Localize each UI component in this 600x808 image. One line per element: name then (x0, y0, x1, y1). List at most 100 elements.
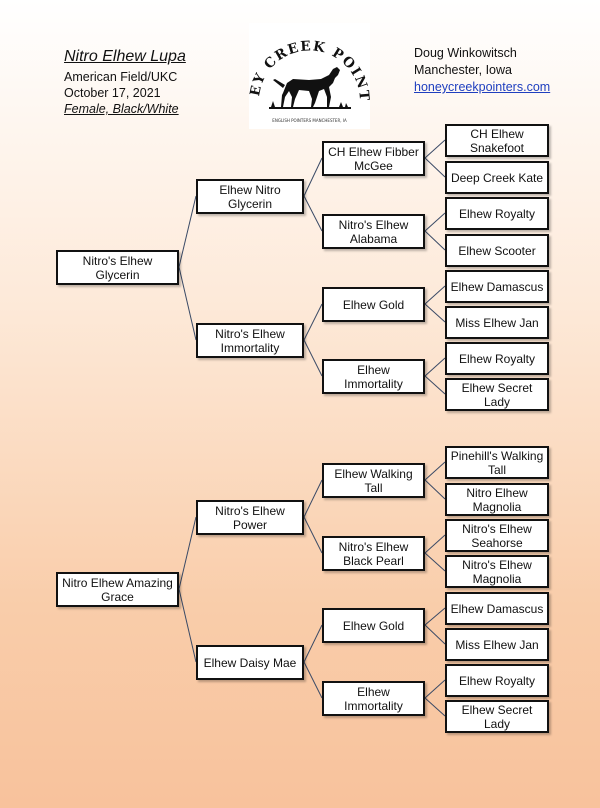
connector-line (424, 357, 446, 377)
box-label: Elhew Walking Tall (334, 466, 413, 495)
pedigree-box-g4: Elhew Royalty (445, 197, 549, 230)
box-label: Miss Elhew Jan (455, 637, 539, 652)
connector-line (303, 624, 323, 663)
honey-creek-logo: HONEY CREEK POINTERS ENGLISH POINTERS MA… (242, 11, 371, 129)
connector-line (303, 339, 323, 377)
connector-line (424, 552, 446, 572)
registry: American Field/UKC (64, 70, 178, 84)
connector-line (303, 157, 323, 197)
connector-line (178, 516, 197, 590)
owner-location: Manchester, Iowa (414, 63, 512, 77)
box-label: Elhew Royalty (458, 673, 536, 688)
pedigree-box-g4: Nitro Elhew Magnolia (445, 483, 549, 516)
connector-line (424, 212, 446, 232)
box-label: Elhew Scooter (458, 243, 536, 258)
pedigree-box-g4: Miss Elhew Jan (445, 628, 549, 661)
pedigree-box-g4: Elhew Damascus (445, 270, 549, 303)
box-label: Elhew Daisy Mae (203, 655, 297, 670)
pedigree-box-sire: Nitro's Elhew Glycerin (56, 250, 179, 285)
pedigree-box-g3: Elhew Gold (322, 287, 425, 322)
pedigree-box-g4: Elhew Secret Lady (445, 378, 549, 411)
box-label: Nitro Elhew Amazing Grace (62, 575, 173, 604)
pedigree-box-g3: Elhew Walking Tall (322, 463, 425, 498)
connector-line (178, 588, 197, 663)
connector-line (424, 479, 446, 500)
connector-line (303, 195, 323, 232)
box-label: Elhew Secret Lady (461, 702, 533, 731)
connector-line (303, 516, 323, 554)
box-label: Nitro's Elhew Black Pearl (338, 539, 409, 568)
connector-line (424, 607, 446, 626)
pedigree-box-g4: Deep Creek Kate (445, 161, 549, 194)
pedigree-box-dam-sire: Nitro's Elhew Power (196, 500, 304, 535)
logo-subtext: ENGLISH POINTERS MANCHESTER, IA (272, 118, 347, 123)
connector-line (424, 697, 446, 717)
pedigree-box-g4: Elhew Royalty (445, 342, 549, 375)
owner-name: Doug Winkowitsch (414, 46, 517, 60)
pedigree-box-g4: Elhew Damascus (445, 592, 549, 625)
logo-graphic: HONEY CREEK POINTERS ENGLISH POINTERS MA… (242, 11, 371, 123)
box-label: Nitro's Elhew Immortality (215, 326, 285, 355)
connector-line (424, 303, 446, 323)
box-label: Nitro Elhew Magnolia (466, 485, 528, 514)
connector-line (303, 303, 323, 341)
connector-line (424, 230, 446, 251)
box-label: Miss Elhew Jan (455, 315, 539, 330)
box-label: Elhew Damascus (450, 601, 544, 616)
box-label: Elhew Gold (342, 297, 405, 312)
pedigree-box-g3: CH Elhew Fibber McGee (322, 141, 425, 176)
dog-name: Nitro Elhew Lupa (64, 48, 186, 65)
pointer-dog-icon (269, 67, 351, 109)
connector-line (303, 479, 323, 518)
box-label: Pinehill's Walking Tall (450, 448, 544, 477)
pedigree-box-g3: Nitro's Elhew Alabama (322, 214, 425, 249)
box-label: Elhew Immortality (344, 684, 403, 713)
pedigree-box-g4: Miss Elhew Jan (445, 306, 549, 339)
pedigree-box-g4: Nitro's Elhew Magnolia (445, 555, 549, 588)
pedigree-box-g4: CH Elhew Snakefoot (445, 124, 549, 157)
pedigree-box-sire-sire: Elhew Nitro Glycerin (196, 179, 304, 214)
box-label: CH Elhew Fibber McGee (328, 144, 419, 173)
connector-line (424, 157, 446, 178)
connector-line (424, 534, 446, 554)
owner-info: Doug Winkowitsch Manchester, Iowa honeyc… (414, 45, 550, 96)
connector-line (424, 624, 446, 645)
box-label: Deep Creek Kate (450, 170, 544, 185)
connector-line (424, 679, 446, 699)
connector-line (424, 139, 446, 159)
connector-line (424, 461, 446, 481)
pedigree-box-dam: Nitro Elhew Amazing Grace (56, 572, 179, 607)
pedigree-box-g4: Pinehill's Walking Tall (445, 446, 549, 479)
website-link[interactable]: honeycreekpointers.com (414, 80, 551, 94)
pedigree-box-g4: Elhew Secret Lady (445, 700, 549, 733)
pedigree-box-dam-dam: Elhew Daisy Mae (196, 645, 304, 680)
pedigree-box-g4: Elhew Royalty (445, 664, 549, 697)
box-label: Nitro's Elhew Alabama (338, 217, 409, 246)
box-label: Nitro's Elhew Magnolia (462, 557, 532, 586)
sex-color: Female, Black/White (64, 102, 179, 116)
box-label: CH Elhew Snakefoot (469, 126, 525, 155)
connector-line (178, 195, 197, 268)
pedigree-box-g3: Elhew Gold (322, 608, 425, 643)
box-label: Elhew Nitro Glycerin (219, 182, 281, 211)
pedigree-box-g3: Elhew Immortality (322, 681, 425, 716)
dog-info: Nitro Elhew Lupa American Field/UKC Octo… (64, 48, 186, 117)
whelp-date: October 17, 2021 (64, 86, 161, 100)
box-label: Nitro's Elhew Seahorse (462, 521, 532, 550)
connector-line (303, 661, 323, 699)
pedigree-box-g4: Nitro's Elhew Seahorse (445, 519, 549, 552)
pedigree-box-g3: Elhew Immortality (322, 359, 425, 394)
box-label: Elhew Royalty (458, 206, 536, 221)
pedigree-box-g4: Elhew Scooter (445, 234, 549, 267)
box-label: Elhew Immortality (344, 362, 403, 391)
box-label: Elhew Royalty (458, 351, 536, 366)
box-label: Elhew Gold (342, 618, 405, 633)
pedigree-box-sire-dam: Nitro's Elhew Immortality (196, 323, 304, 358)
connector-line (424, 375, 446, 395)
box-label: Elhew Secret Lady (461, 380, 533, 409)
box-label: Nitro's Elhew Power (215, 503, 285, 532)
pedigree-box-g3: Nitro's Elhew Black Pearl (322, 536, 425, 571)
connector-line (178, 266, 197, 341)
connector-line (424, 285, 446, 305)
